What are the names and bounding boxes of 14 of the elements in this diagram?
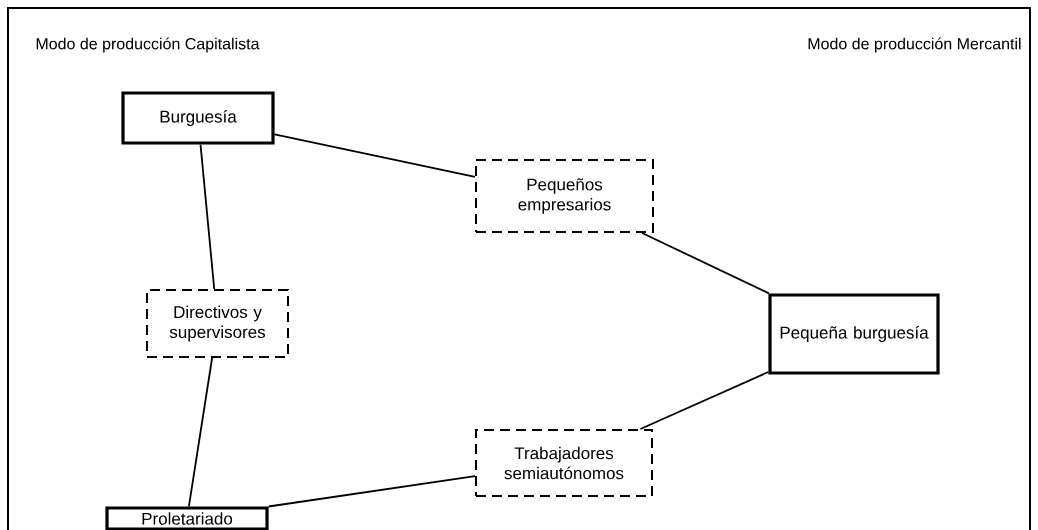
connector-line [188,357,213,508]
dashed-box: Directivos y supervisores [146,289,289,358]
class-box: Burguesía [121,91,275,145]
dashed-box: Trabajadores semiautónomos [475,429,653,497]
connector-line [641,232,770,295]
heading: Modo de producción Mercantil [808,37,1021,53]
heading: Modo de producción Capitalista [36,37,260,53]
dashed-box: Pequeños empresarios [475,159,654,233]
connector-line [267,475,476,508]
connector-line [639,371,770,430]
class-box: Proletariado [105,506,269,530]
class-box: Pequeña burguesía [768,293,940,375]
connector-line [273,133,476,178]
connector-line [199,143,216,290]
